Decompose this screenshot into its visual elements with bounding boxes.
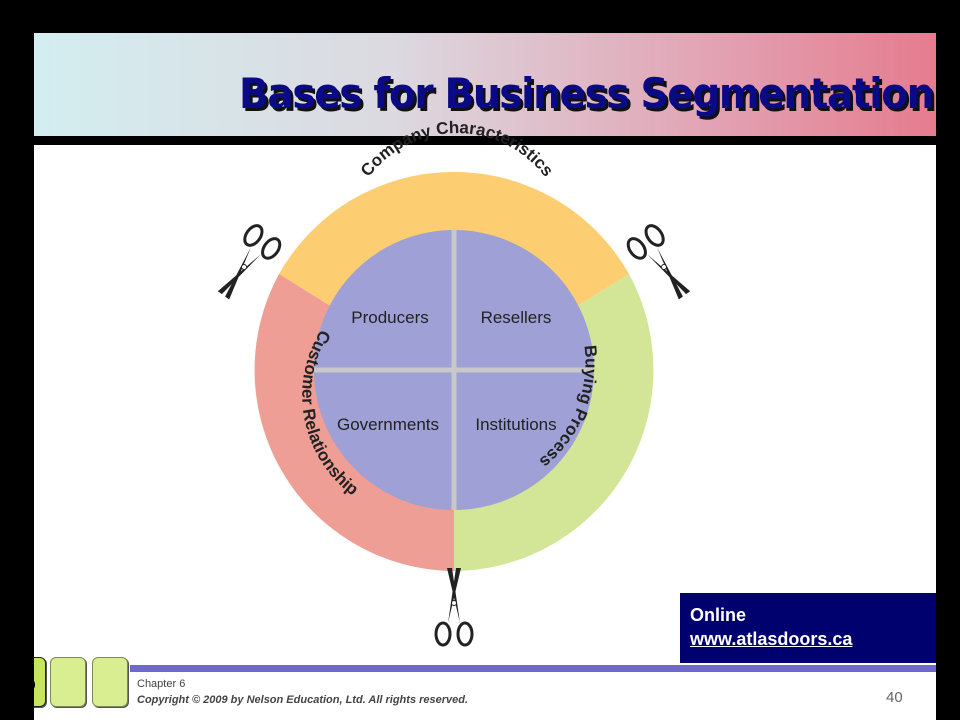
quadrant-governments: Governments: [337, 415, 439, 434]
quadrant-institutions: Institutions: [475, 415, 556, 434]
scissors-icon: [626, 224, 691, 300]
page-number: 40: [886, 689, 903, 706]
chapter-box-decoration: [50, 657, 86, 707]
scissors-icon: [434, 568, 474, 647]
title-bar: Bases for Business Segmentation: [34, 33, 936, 136]
slide: Bases for Business Segmentation Producer…: [34, 33, 936, 720]
online-link[interactable]: www.atlasdoors.ca: [690, 629, 853, 649]
quadrant-resellers: Resellers: [481, 308, 552, 327]
quadrant-producers: Producers: [351, 308, 428, 327]
chapter-number-box: 5: [34, 657, 46, 707]
scissors-icon: [217, 224, 282, 300]
chapter-label: Chapter 6: [137, 678, 186, 690]
online-resource-box: Online www.atlasdoors.ca: [680, 593, 936, 663]
chapter-number: 5: [34, 658, 45, 706]
ring-label-company-characteristics: Company Characteristics: [357, 118, 557, 180]
footer-divider: [130, 665, 936, 672]
slide-title: Bases for Business Segmentation: [239, 69, 934, 118]
title-separator: [34, 136, 936, 145]
online-label: Online: [690, 605, 747, 625]
copyright-text: Copyright © 2009 by Nelson Education, Lt…: [137, 694, 469, 706]
chapter-box-decoration: [92, 657, 128, 707]
segmentation-diagram: Producers Resellers Governments Institut…: [217, 118, 691, 647]
